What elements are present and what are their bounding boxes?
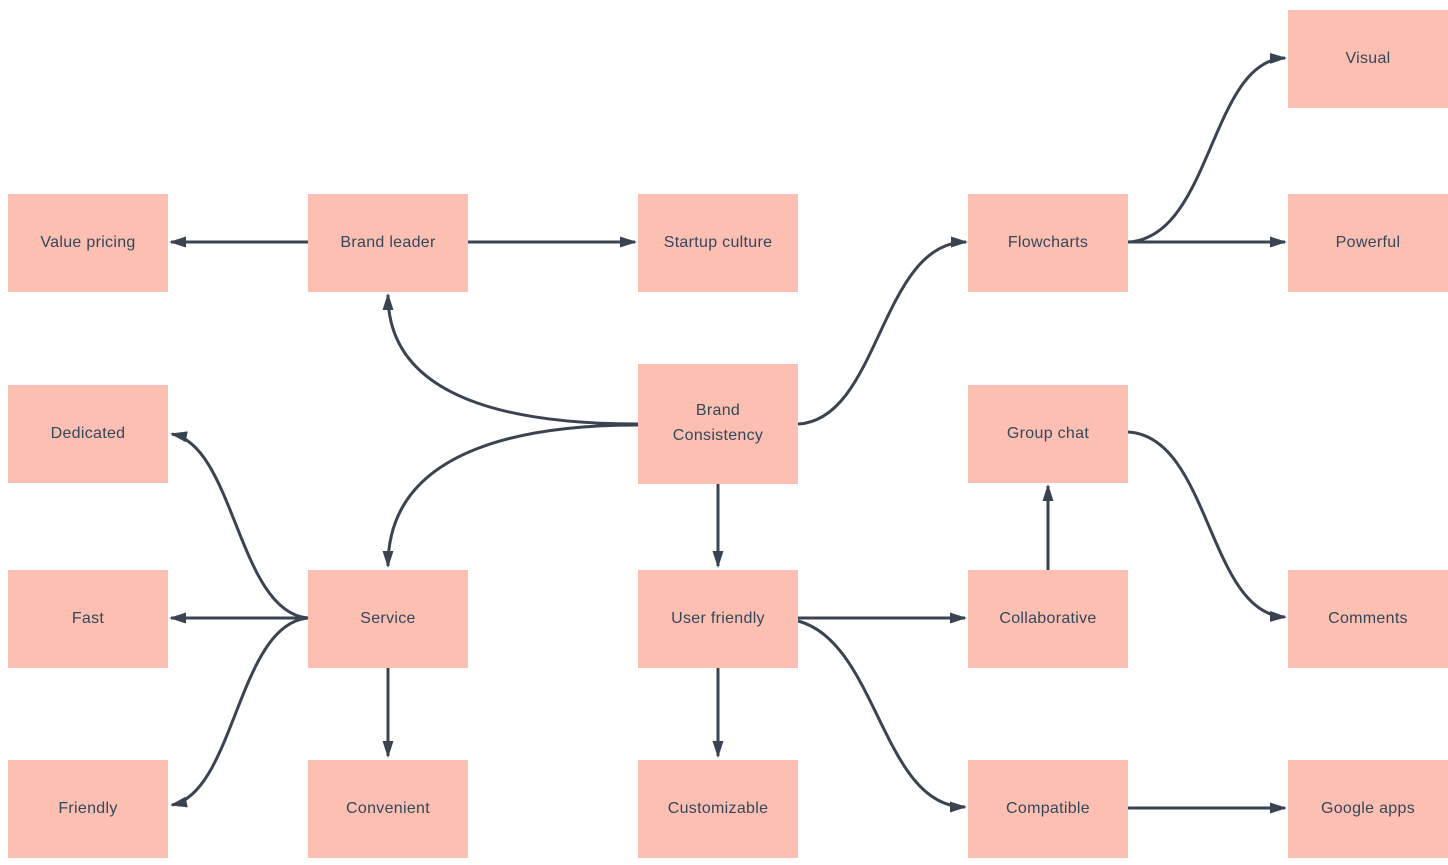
edge-brand-consistency-to-flowcharts	[797, 236, 968, 426]
node-visual: Visual	[1288, 10, 1448, 108]
edge-flowcharts-to-visual	[1127, 52, 1287, 244]
node-startup-culture-label: Startup culture	[663, 233, 773, 251]
edge-service-to-dedicated	[170, 431, 309, 620]
node-friendly-label: Friendly	[58, 799, 118, 817]
node-collaborative-label: Collaborative	[999, 609, 1097, 627]
node-comments-label: Comments	[1328, 609, 1408, 627]
node-powerful-label: Powerful	[1335, 233, 1401, 251]
node-user-friendly-label: User friendly	[671, 609, 765, 627]
node-collaborative: Collaborative	[968, 570, 1128, 668]
node-value-pricing: Value pricing	[8, 194, 168, 292]
edge-service-to-friendly	[170, 616, 309, 808]
node-google-apps-label: Google apps	[1320, 799, 1416, 817]
node-brand-consistency-label: Brand Consistency	[672, 402, 764, 444]
edge-brand-consistency-to-service	[382, 423, 639, 568]
node-customizable-label: Customizable	[667, 799, 769, 817]
node-value-pricing-label: Value pricing	[40, 233, 136, 251]
node-user-friendly: User friendly	[638, 570, 798, 668]
node-flowcharts-label: Flowcharts	[1007, 233, 1089, 251]
node-convenient-label: Convenient	[346, 799, 430, 817]
node-fast-label: Fast	[71, 609, 105, 627]
edge-group-chat-to-comments	[1127, 430, 1287, 622]
node-google-apps: Google apps	[1288, 760, 1448, 858]
node-powerful: Powerful	[1288, 194, 1448, 292]
node-group-chat: Group chat	[968, 385, 1128, 483]
node-convenient: Convenient	[308, 760, 468, 858]
node-compatible-label: Compatible	[1006, 799, 1090, 817]
node-comments: Comments	[1288, 570, 1448, 668]
edge-brand-consistency-to-brand-leader	[382, 293, 639, 426]
node-friendly: Friendly	[8, 760, 168, 858]
node-customizable: Customizable	[638, 760, 798, 858]
node-group-chat-label: Group chat	[1006, 424, 1090, 442]
node-brand-leader-label: Brand leader	[340, 233, 436, 251]
node-brand-leader: Brand leader	[308, 194, 468, 292]
node-startup-culture: Startup culture	[638, 194, 798, 292]
node-service: Service	[308, 570, 468, 668]
node-flowcharts: Flowcharts	[968, 194, 1128, 292]
node-fast: Fast	[8, 570, 168, 668]
node-visual-label: Visual	[1345, 49, 1391, 67]
node-dedicated: Dedicated	[8, 385, 168, 483]
node-dedicated-label: Dedicated	[50, 424, 126, 442]
edge-user-friendly-to-compatible	[797, 619, 967, 813]
node-brand-consistency: Brand Consistency	[638, 364, 798, 484]
node-service-label: Service	[360, 609, 416, 627]
node-compatible: Compatible	[968, 760, 1128, 858]
